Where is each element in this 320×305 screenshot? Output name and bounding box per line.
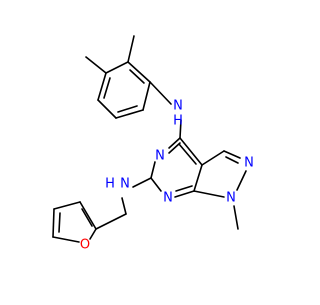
furan-o: O xyxy=(80,238,90,253)
atom-labels: N H N N H N N N O xyxy=(80,99,254,253)
bond xyxy=(81,208,93,227)
bond xyxy=(168,137,181,149)
bond xyxy=(103,77,111,99)
bond xyxy=(52,236,80,243)
bond xyxy=(115,109,144,119)
bond xyxy=(168,142,181,154)
bond xyxy=(127,61,151,83)
bond xyxy=(193,164,203,192)
bond xyxy=(95,213,127,230)
bond xyxy=(129,69,145,84)
amine-upper-h: H xyxy=(173,114,183,129)
bond xyxy=(223,150,241,159)
bond xyxy=(127,35,135,63)
bond xyxy=(236,170,247,191)
bond xyxy=(105,61,129,74)
amine-lower-h: H xyxy=(105,177,115,192)
molecule-drawing: N H N N H N N N O xyxy=(52,35,254,253)
pyrimidine-n-top: N xyxy=(155,149,165,164)
bond xyxy=(79,201,97,230)
pyrimidine-n-bottom: N xyxy=(163,191,173,206)
bond xyxy=(174,190,195,198)
bond xyxy=(179,119,182,139)
molecule-structure: N H N N H N N N O xyxy=(52,35,254,253)
bond xyxy=(58,212,61,233)
bond xyxy=(150,177,162,192)
bond xyxy=(142,81,151,111)
bond xyxy=(117,105,138,113)
bond xyxy=(233,205,239,230)
bond xyxy=(201,150,225,166)
amine-upper-n: N xyxy=(173,99,183,114)
bond xyxy=(225,156,239,164)
pyrazole-n1: N xyxy=(226,191,236,206)
bond xyxy=(97,72,107,101)
bond xyxy=(179,137,203,166)
bond xyxy=(178,143,197,165)
bond xyxy=(53,201,81,210)
bond xyxy=(193,190,225,198)
bond xyxy=(85,56,107,74)
amine-lower-n: N xyxy=(120,177,130,192)
bond xyxy=(150,161,156,179)
bond xyxy=(89,228,97,240)
bond xyxy=(97,99,117,119)
bond xyxy=(52,208,55,238)
pyrazole-n2: N xyxy=(244,156,254,171)
bond xyxy=(149,81,172,105)
bond xyxy=(121,197,127,215)
bond xyxy=(175,185,193,192)
bond xyxy=(132,177,152,188)
bonds xyxy=(52,35,247,243)
